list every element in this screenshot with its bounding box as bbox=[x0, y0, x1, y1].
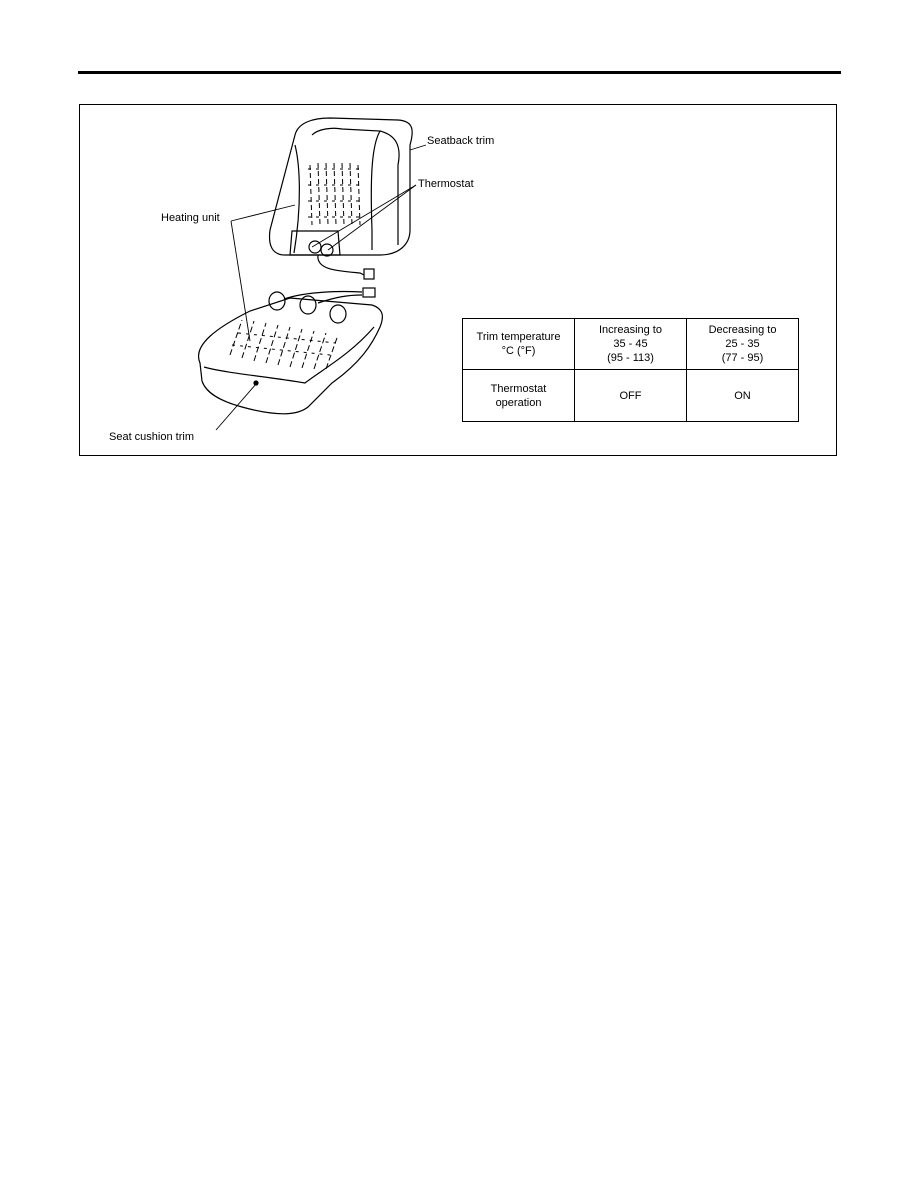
increasing-header: Increasing to 35 - 45 (95 - 113) bbox=[574, 318, 687, 370]
seatback-heating-grid bbox=[308, 162, 362, 226]
seat-heater-illustration bbox=[197, 117, 427, 431]
figure-frame: Seatback trim Thermostat Heating unit Se… bbox=[79, 104, 837, 456]
table-header-row: Trim temperature °C (°F) Increasing to 3… bbox=[462, 318, 799, 370]
seatback-trim-label: Seatback trim bbox=[427, 135, 495, 147]
header-rule bbox=[78, 71, 841, 74]
decreasing-value: ON bbox=[686, 369, 799, 422]
table-row: Thermostat operation OFF ON bbox=[462, 369, 799, 422]
seatback-drawing bbox=[268, 117, 413, 280]
seat-cushion-trim-label: Seat cushion trim bbox=[109, 431, 194, 443]
decreasing-header: Decreasing to 25 - 35 (77 - 95) bbox=[686, 318, 799, 370]
leader-lines bbox=[215, 144, 427, 431]
thermostat-label: Thermostat bbox=[418, 178, 474, 190]
thermostat-operation-label: Thermostat operation bbox=[462, 369, 575, 422]
heating-unit-label: Heating unit bbox=[161, 212, 220, 224]
trim-temperature-header: Trim temperature °C (°F) bbox=[462, 318, 575, 370]
cushion-heating-grid bbox=[229, 319, 339, 370]
seat-cushion-drawing bbox=[197, 287, 383, 415]
increasing-value: OFF bbox=[574, 369, 687, 422]
thermostat-spec-table: Trim temperature °C (°F) Increasing to 3… bbox=[462, 318, 799, 422]
